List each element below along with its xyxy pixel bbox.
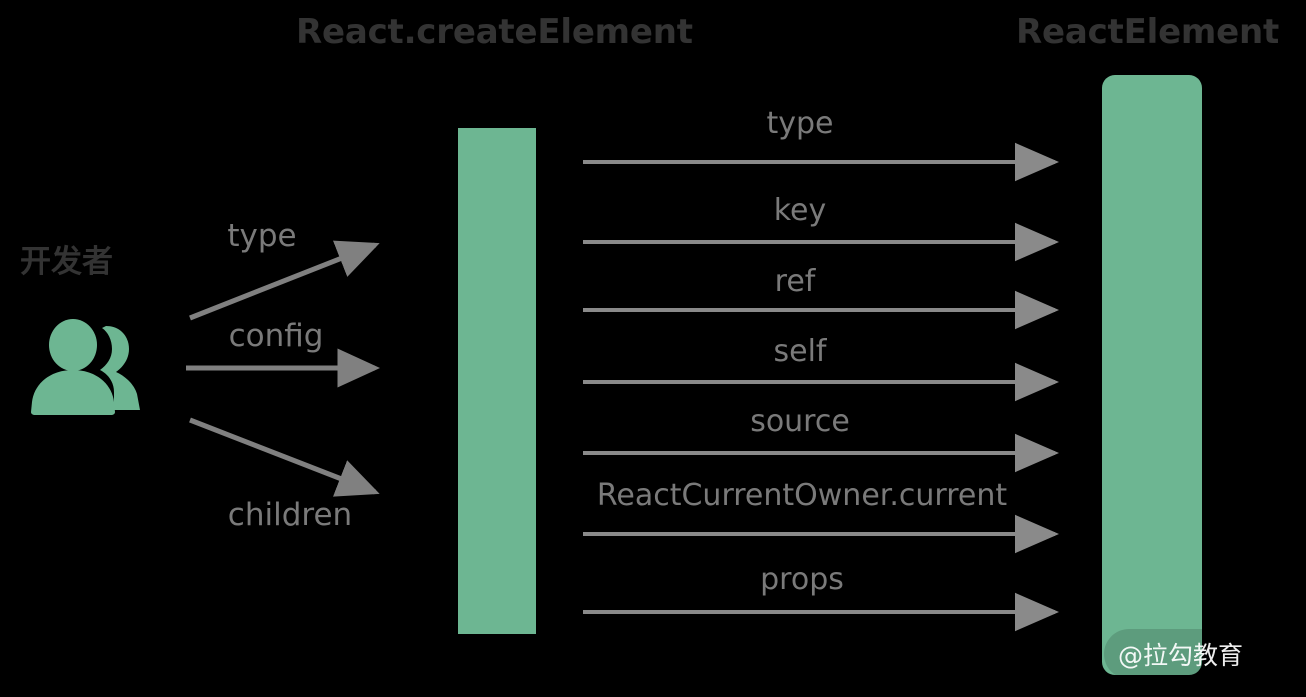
arrow-label-key: key xyxy=(773,193,827,228)
users-icon xyxy=(28,318,146,418)
arrow-label-ref: ref xyxy=(774,264,816,299)
title-react-create-element: React.createElement xyxy=(296,12,693,52)
react-element-lifeline-bar xyxy=(1102,75,1202,675)
developer-label: 开发者 xyxy=(20,244,113,280)
create-element-lifeline-bar xyxy=(458,128,536,634)
arrow-label-self: self xyxy=(773,334,827,369)
arrow-label-props: props xyxy=(760,562,844,597)
arrow-label-type: type xyxy=(766,106,834,141)
arrow-label-config: config xyxy=(228,318,324,354)
input-arrow-children xyxy=(189,417,380,497)
input-arrow-type xyxy=(189,240,380,321)
arrow-label-children: children xyxy=(227,497,353,533)
arrow-label-source: source xyxy=(750,404,850,439)
arrow-label-type: type xyxy=(227,218,297,254)
arrow-label-reactcurrentowner-current: ReactCurrentOwner.current xyxy=(596,478,1008,513)
title-react-element: ReactElement xyxy=(1016,12,1280,52)
